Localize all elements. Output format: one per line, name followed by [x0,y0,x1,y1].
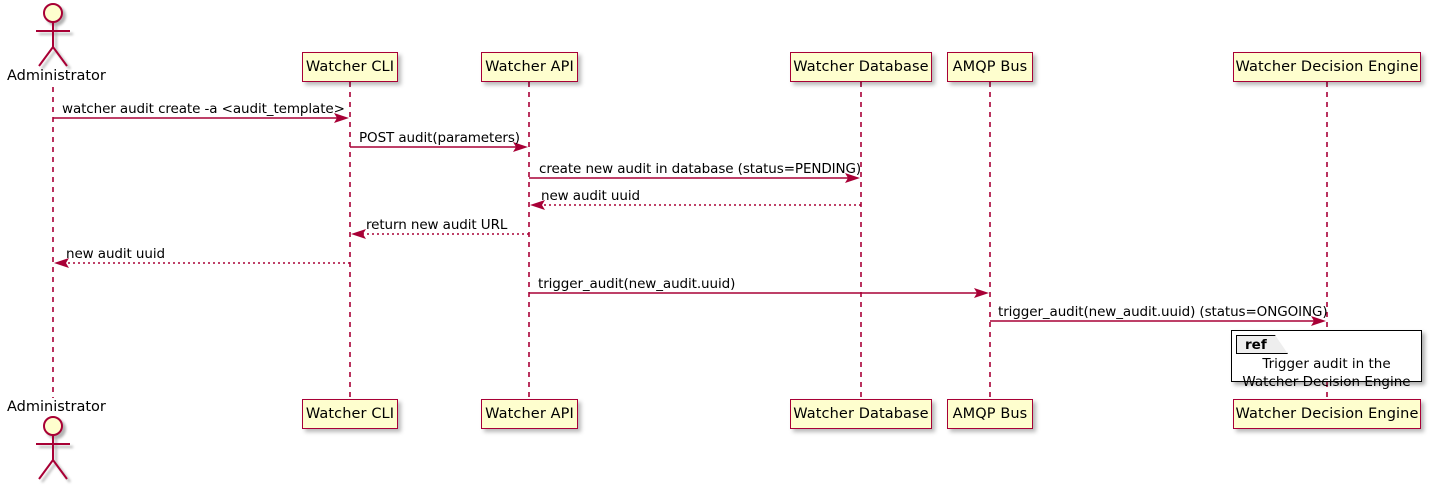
ref-fragment-tag: ref [1245,336,1267,353]
message-label-2: POST audit(parameters) [359,130,520,146]
participant-box-watcher-database-bottom[interactable]: Watcher Database [790,399,932,429]
message-label-7: trigger_audit(new_audit.uuid) [538,276,736,292]
message-arrow-1 [53,113,349,123]
message-arrow-7 [529,288,989,298]
participant-box-watcher-database-top[interactable]: Watcher Database [790,52,932,82]
participant-box-watcher-api-top[interactable]: Watcher API [481,52,578,82]
message-label-3: create new audit in database (status=PEN… [539,161,862,177]
message-arrow-8 [990,316,1326,326]
message-arrow-5 [351,229,529,239]
participant-box-watcher-api-bottom[interactable]: Watcher API [481,399,578,429]
ref-fragment-body: Trigger audit in the Watcher Decision En… [1232,355,1421,391]
ref-fragment-line-2: Watcher Decision Engine [1242,374,1411,390]
message-label-5: return new audit URL [366,217,508,233]
lifelines-group [52,82,1328,399]
message-arrow-6 [54,258,350,268]
participant-box-watcher-decision-engine-bottom[interactable]: Watcher Decision Engine [1233,399,1421,429]
ref-fragment-line-1: Trigger audit in the [1262,356,1391,372]
message-label-4: new audit uuid [541,188,640,204]
ref-fragment-box: ref Trigger audit in the Watcher Decisio… [1231,330,1422,390]
message-arrow-3 [529,173,860,183]
message-label-8: trigger_audit(new_audit.uuid) (status=ON… [998,304,1328,320]
message-label-6: new audit uuid [66,246,165,262]
participant-box-watcher-cli-bottom[interactable]: Watcher CLI [302,399,398,429]
participant-box-watcher-cli-top[interactable]: Watcher CLI [302,52,398,82]
participant-box-watcher-decision-engine-top[interactable]: Watcher Decision Engine [1233,52,1421,82]
actor-label-administrator-bottom: Administrator [7,399,106,415]
ref-tab-notch-shape [1274,335,1288,354]
participant-box-amqp-bus-top[interactable]: AMQP Bus [947,52,1033,82]
actor-label-administrator-top: Administrator [7,68,106,84]
message-arrow-4 [530,200,861,210]
ref-fragment-tab: ref [1236,335,1288,354]
message-arrow-2 [350,142,528,152]
message-label-1: watcher audit create -a <audit_template> [62,101,345,117]
participant-box-amqp-bus-bottom[interactable]: AMQP Bus [947,399,1033,429]
stick-figure-icon-bottom [36,416,70,480]
stick-figure-icon-top [36,3,70,67]
